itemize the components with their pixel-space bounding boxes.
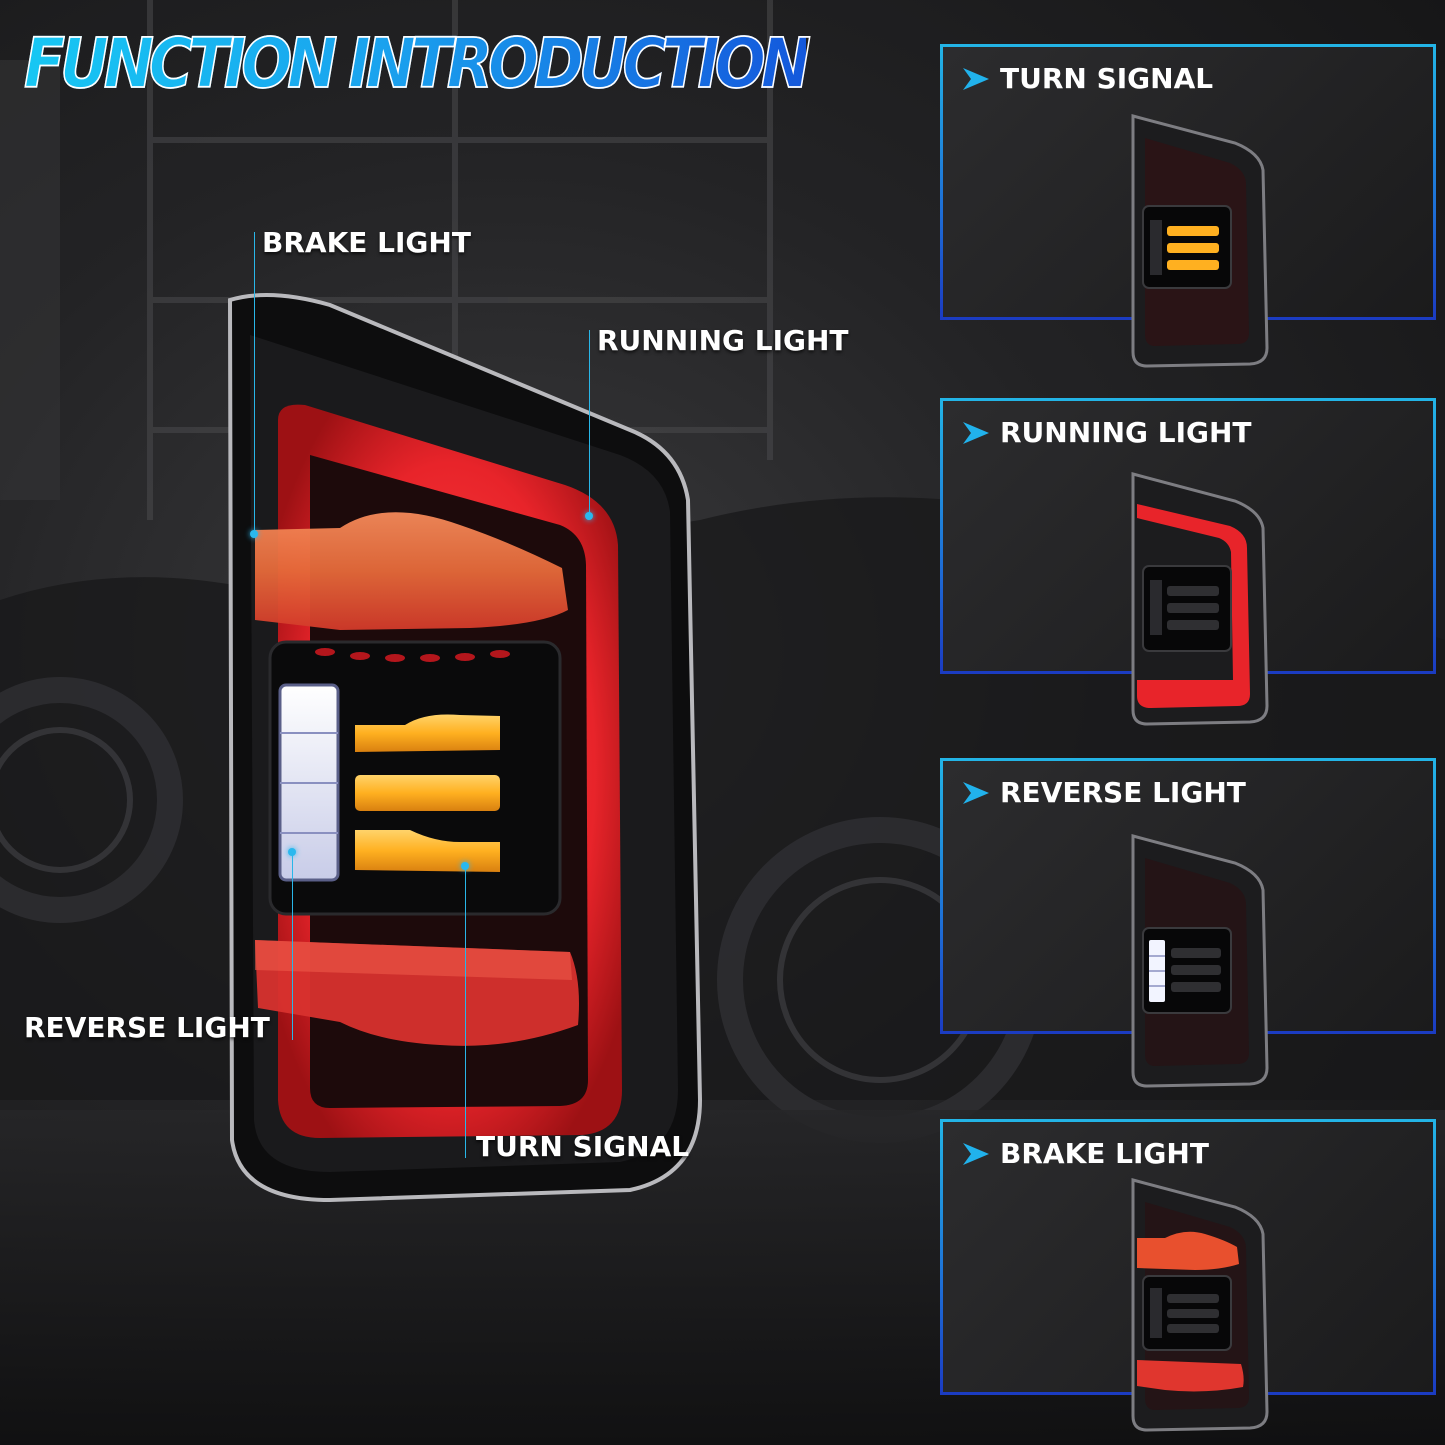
- panel-turn-signal-header: TURN SIGNAL: [961, 61, 1213, 97]
- turn-callout-dot: [461, 862, 469, 870]
- mini-lamp-brake-light: [1131, 1178, 1269, 1432]
- panel-brake-light-header: BRAKE LIGHT: [961, 1136, 1209, 1172]
- reverse-callout-dot: [288, 848, 296, 856]
- brake-callout-line: [254, 232, 255, 534]
- arrow-right-icon: [963, 1143, 989, 1165]
- panel-running-light-label: RUNNING LIGHT: [1000, 416, 1252, 449]
- running-callout-dot: [585, 512, 593, 520]
- page-title: FUNCTION INTRODUCTION: [23, 18, 812, 110]
- brake-callout-dot: [250, 530, 258, 538]
- running-callout-line: [589, 330, 590, 516]
- turn-callout-line: [465, 866, 466, 1158]
- panel-running-light-header: RUNNING LIGHT: [961, 415, 1252, 451]
- mini-lamp-reverse-light: [1131, 834, 1269, 1088]
- turn-signal-callout: TURN SIGNAL: [476, 1130, 690, 1163]
- reverse-light-callout: REVERSE LIGHT: [24, 1011, 270, 1044]
- panel-reverse-light-header: REVERSE LIGHT: [961, 775, 1246, 811]
- tail-lamp-illustration: [227, 293, 703, 1203]
- running-light-callout: RUNNING LIGHT: [597, 324, 849, 357]
- arrow-right-icon: [963, 68, 989, 90]
- brake-light-callout: BRAKE LIGHT: [262, 226, 471, 259]
- reverse-callout-line: [292, 852, 293, 1040]
- mini-lamp-turn-signal: [1131, 114, 1269, 368]
- arrow-right-icon: [963, 782, 989, 804]
- mini-lamp-running-light: [1131, 472, 1269, 726]
- panel-brake-light-label: BRAKE LIGHT: [1000, 1137, 1209, 1170]
- arrow-right-icon: [963, 422, 989, 444]
- panel-turn-signal-label: TURN SIGNAL: [1000, 62, 1214, 95]
- panel-reverse-light-label: REVERSE LIGHT: [1000, 776, 1246, 809]
